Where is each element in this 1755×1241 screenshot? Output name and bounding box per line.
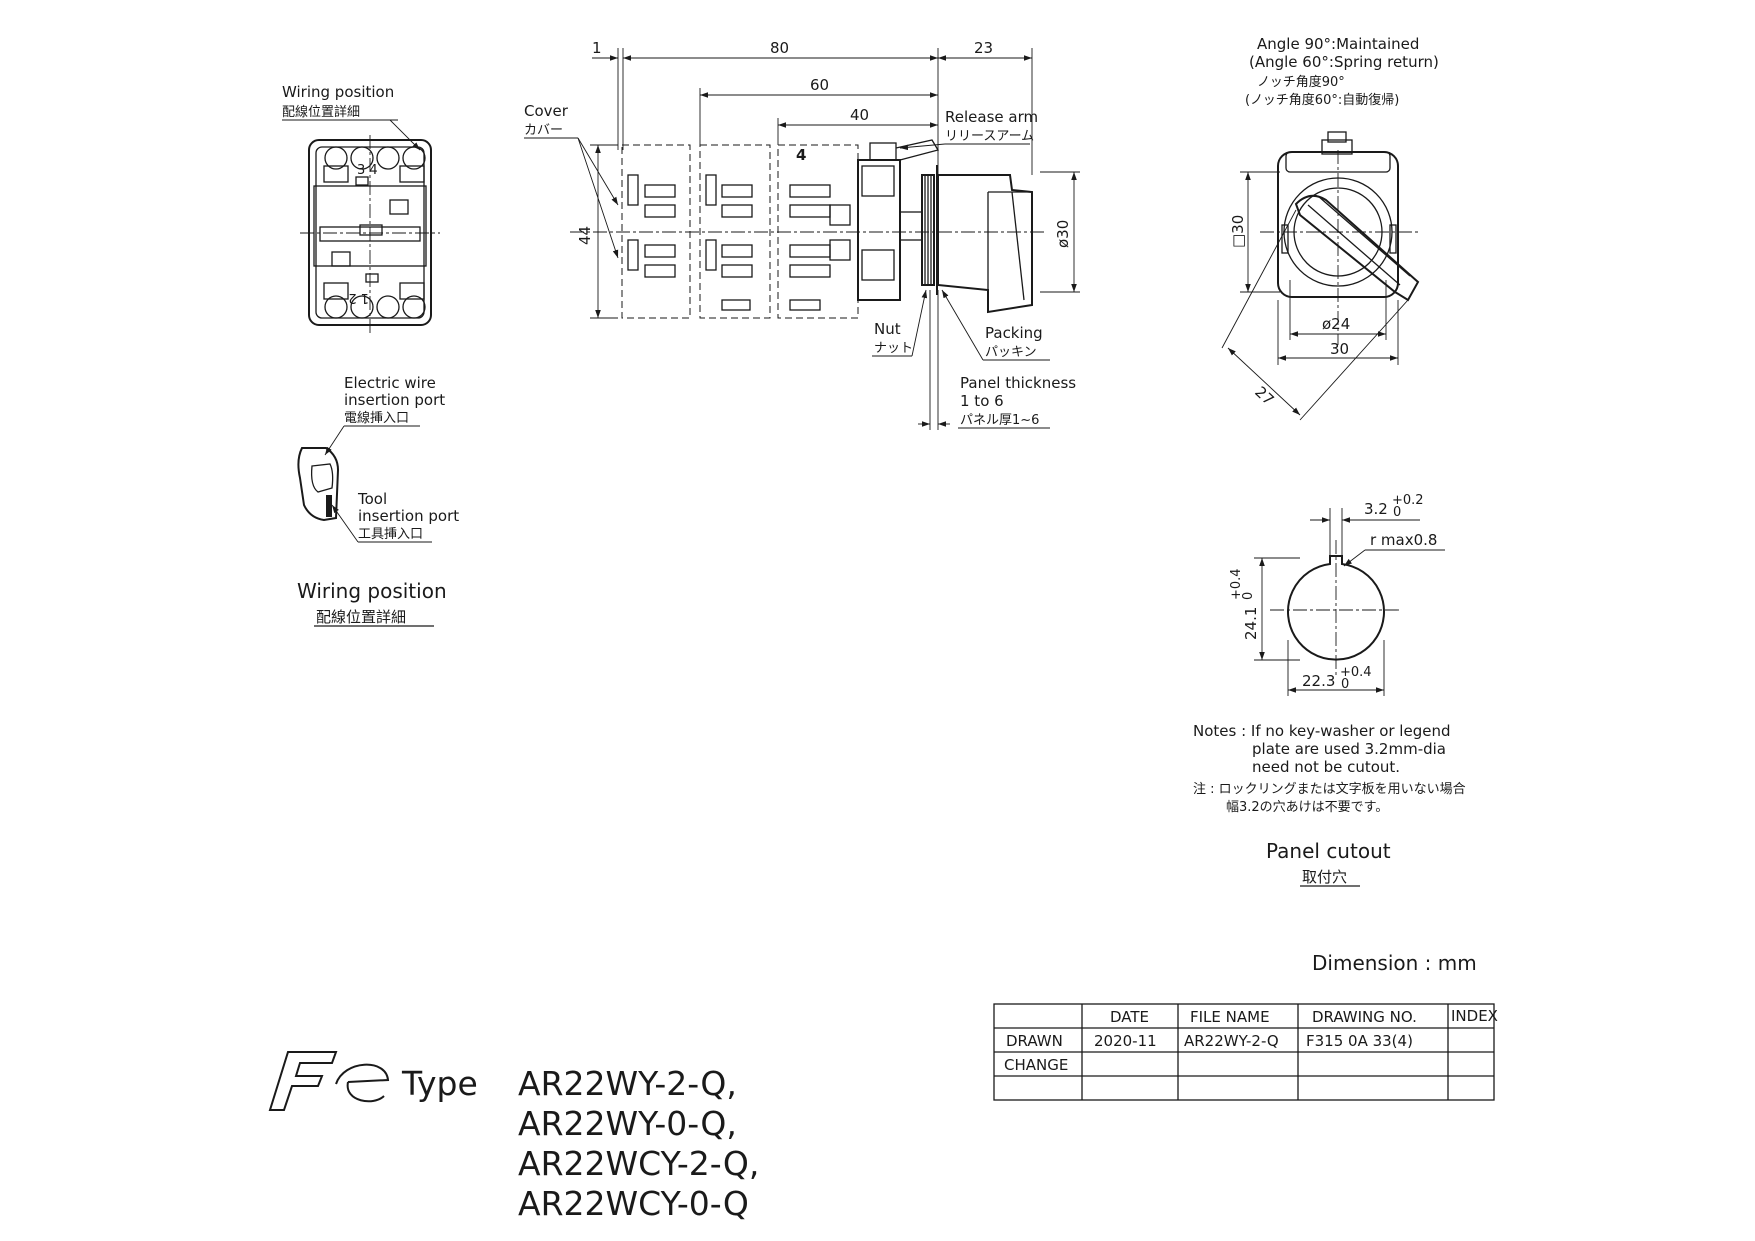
top-terminals (323, 146, 426, 215)
cutout-caption-jp: 取付穴 (1302, 868, 1347, 886)
cover-label-jp: カバー (524, 123, 563, 138)
angle-spring-label-jp: (ノッチ角度60°:自動復帰) (1245, 92, 1399, 108)
contact-label-bottom: 1 2 (348, 290, 369, 305)
angle-spring-label: (Angle 60°:Spring return) (1249, 53, 1439, 71)
dim-44: 44 (576, 226, 594, 245)
dim-r-max: r max0.8 (1370, 531, 1437, 549)
dim-80: 80 (770, 39, 789, 57)
dim-40: 40 (850, 106, 869, 124)
dim-key-tol: +0.2 (1392, 493, 1424, 508)
type-model-2: AR22WY-0-Q, (518, 1104, 737, 1143)
release-arm-label-jp: リリースアーム (945, 129, 1034, 144)
electric-wire-label: Electric wire (344, 374, 436, 392)
dim-phi24: ø24 (1322, 315, 1350, 333)
notes-jp-line-2: 幅3.2の穴あけは不要です。 (1226, 800, 1388, 815)
header-date: DATE (1110, 1008, 1149, 1026)
dim-22-3-tol: +0.4 (1340, 665, 1372, 680)
operator-unit (857, 139, 1033, 314)
dim-23: 23 (974, 39, 993, 57)
type-model-3: AR22WCY-2-Q, (518, 1144, 759, 1183)
angle-label-jp: ノッチ角度90° (1257, 74, 1345, 90)
dim-27: 27 (1251, 383, 1277, 409)
header-index: INDEX (1451, 1007, 1498, 1025)
front-view: Angle 90°:Maintained (Angle 60°:Spring r… (1221, 35, 1439, 421)
cover-label: Cover (524, 102, 569, 120)
side-view: 1 80 23 60 40 44 4 (524, 39, 1080, 430)
bottom-terminals (323, 251, 426, 319)
type-model-4: AR22WCY-0-Q (518, 1184, 749, 1223)
fe-logo (268, 1051, 390, 1111)
row-drawn-date: 2020-11 (1094, 1032, 1157, 1050)
notes-line-1: Notes : If no key-washer or legend (1193, 722, 1450, 740)
row-drawn-file: AR22WY-2-Q (1184, 1032, 1279, 1050)
header-file-name: FILE NAME (1190, 1008, 1270, 1026)
dim-30: 30 (1330, 340, 1349, 358)
tool-label-2: insertion port (358, 507, 459, 525)
packing-label-jp: パッキン (985, 345, 1037, 360)
notes-line-2: plate are used 3.2mm-dia (1252, 740, 1446, 758)
dim-22-3: 22.3 (1302, 672, 1335, 690)
wire-insertion-detail: Electric wire insertion port 電線挿入口 Tool … (297, 374, 459, 627)
cutout-caption: Panel cutout (1266, 839, 1391, 863)
dim-1: 1 (592, 39, 602, 57)
row-drawn-label: DRAWN (1006, 1032, 1063, 1050)
panel-thickness-range: 1 to 6 (960, 392, 1004, 410)
dim-24-1-tol: +0.4 (1229, 568, 1244, 600)
wiring-caption-jp: 配線位置詳細 (316, 608, 406, 626)
nut-label: Nut (874, 320, 901, 338)
title-block: DATE FILE NAME DRAWING NO. INDEX DRAWN 2… (993, 1003, 1498, 1101)
type-model-1: AR22WY-2-Q, (518, 1064, 737, 1103)
packing-label: Packing (985, 324, 1043, 342)
wiring-title: Wiring position (282, 83, 394, 101)
dim-24-1: 24.1 (1242, 607, 1260, 640)
wiring-title-jp: 配線位置詳細 (282, 104, 360, 120)
block-number: 4 (796, 146, 806, 164)
row-change-label: CHANGE (1004, 1056, 1068, 1074)
header-drawing-no: DRAWING NO. (1312, 1008, 1417, 1026)
dim-key: 3.2 (1364, 500, 1388, 518)
notes-line-3: need not be cutout. (1252, 758, 1400, 776)
dim-sq30: □30 (1229, 215, 1247, 248)
dim-60: 60 (810, 76, 829, 94)
tool-label-jp: 工具挿入口 (358, 527, 423, 542)
nut-label-jp: ナット (874, 341, 913, 356)
type-label: Type (401, 1064, 478, 1103)
release-arm-label: Release arm (945, 108, 1038, 126)
dim-key-tol0: 0 (1393, 505, 1401, 520)
panel-thickness-label-jp: パネル厚1~6 (960, 413, 1039, 428)
electric-wire-label-jp: 電線挿入口 (344, 410, 409, 426)
dimension-unit: Dimension : mm (1312, 951, 1477, 975)
angle-label: Angle 90°:Maintained (1257, 35, 1419, 53)
dim-22-3-tol0: 0 (1341, 677, 1349, 692)
wiring-caption: Wiring position (297, 579, 447, 603)
dim-24-1-tol0: 0 (1241, 592, 1256, 600)
panel-cutout-view: 3.2 +0.2 0 r max0.8 24.1 +0.4 0 22.3 +0.… (1193, 493, 1466, 887)
wiring-position-view: Wiring position 配線位置詳細 3 4 1 2 (282, 83, 440, 333)
notes-jp-line-1: 注 : ロックリングまたは文字板を用いない場合 (1193, 782, 1466, 797)
dim-phi30: ø30 (1054, 220, 1072, 248)
tool-label: Tool (357, 490, 387, 508)
row-drawn-number: F315 0A 33(4) (1306, 1032, 1413, 1050)
panel-thickness-label: Panel thickness (960, 374, 1076, 392)
contact-label-top: 3 4 (357, 163, 378, 178)
electric-wire-label-2: insertion port (344, 391, 445, 409)
contact-blocks (621, 144, 859, 319)
